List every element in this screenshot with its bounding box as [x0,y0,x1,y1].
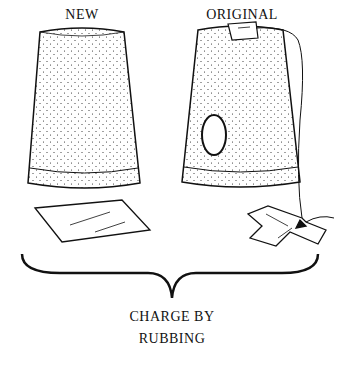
original-cup [182,22,303,218]
caption-label: CHARGE BY RUBBING [107,306,237,350]
caption-label: NEW [37,4,127,26]
new-cup [28,28,140,188]
caption-label: ORIGINAL [182,4,302,26]
bracket [22,254,318,298]
original-cloth [248,206,334,246]
new-cloth [35,200,150,242]
